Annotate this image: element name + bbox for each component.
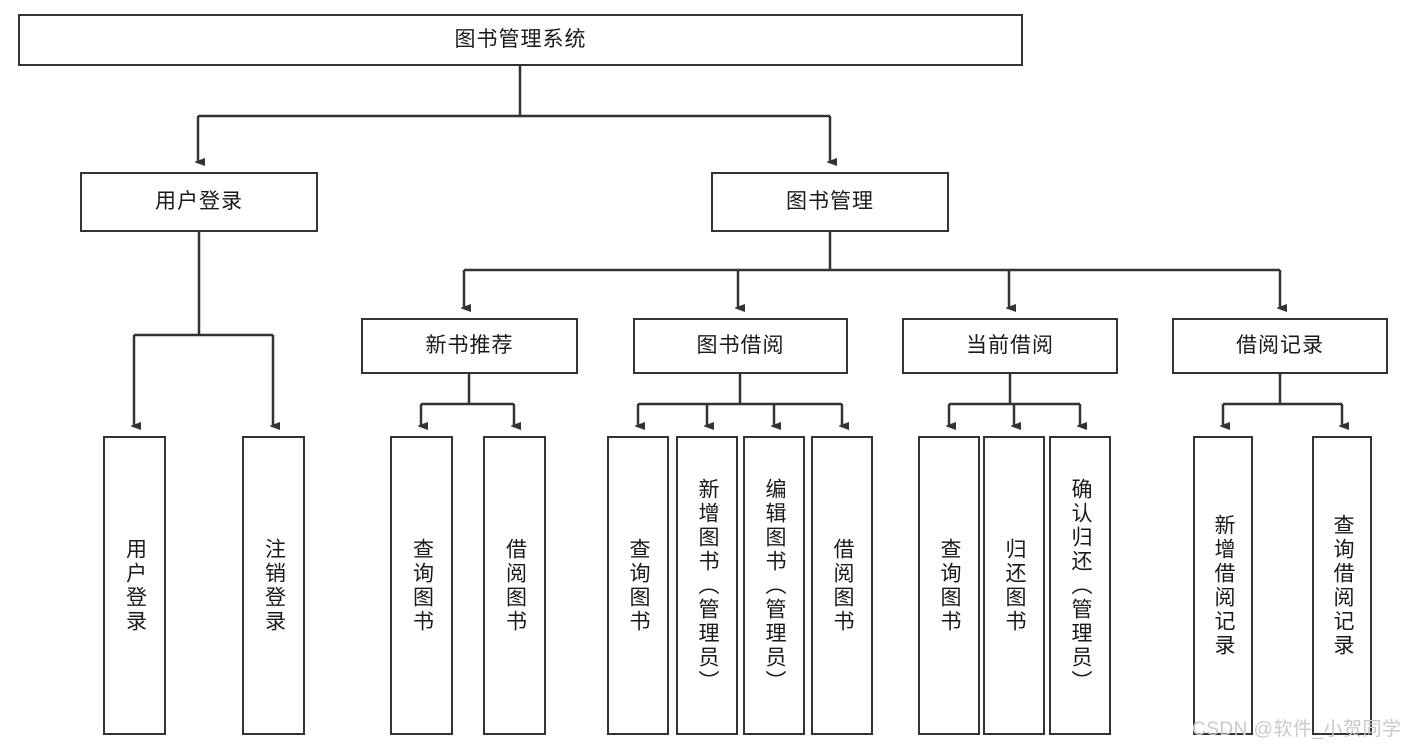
leaf-recommend-borrow-book[interactable]: 借阅图书 [483, 436, 546, 735]
node-label: 编辑图书（管理员） [763, 477, 787, 694]
leaf-current-confirm-return-admin[interactable]: 确认归还（管理员） [1049, 436, 1111, 735]
node-label: 查询图书 [938, 537, 962, 634]
node-label: 用户登录 [155, 190, 243, 214]
node-label: 图书管理系统 [454, 28, 587, 52]
node-current-borrow[interactable]: 当前借阅 [902, 318, 1118, 374]
node-book-management[interactable]: 图书管理 [711, 172, 949, 232]
node-label: 归还图书 [1003, 537, 1027, 634]
leaf-current-query-book[interactable]: 查询图书 [918, 436, 980, 735]
leaf-user-login-login[interactable]: 用户登录 [103, 436, 166, 735]
node-new-book-recommend[interactable]: 新书推荐 [361, 318, 578, 374]
node-label: 用户登录 [123, 537, 147, 634]
node-label: 查询借阅记录 [1331, 513, 1355, 658]
leaf-recommend-query-book[interactable]: 查询图书 [390, 436, 453, 735]
node-label: 确认归还（管理员） [1069, 477, 1093, 694]
leaf-record-query-borrow-record[interactable]: 查询借阅记录 [1312, 436, 1372, 735]
leaf-current-return-book[interactable]: 归还图书 [983, 436, 1045, 735]
node-label: 查询图书 [410, 537, 434, 634]
node-label: 当前借阅 [966, 334, 1054, 358]
watermark-text: CSDN @软件_小贺同学 [1192, 719, 1402, 740]
leaf-record-add-borrow-record[interactable]: 新增借阅记录 [1193, 436, 1253, 735]
leaf-borrow-add-book-admin[interactable]: 新增图书（管理员） [676, 436, 738, 735]
leaf-borrow-borrow-book[interactable]: 借阅图书 [811, 436, 873, 735]
node-book-borrow[interactable]: 图书借阅 [633, 318, 848, 374]
node-label: 图书借阅 [696, 334, 785, 358]
leaf-user-login-logout[interactable]: 注销登录 [242, 436, 305, 735]
node-label: 新增图书（管理员） [696, 477, 720, 694]
node-label: 借阅记录 [1236, 334, 1324, 358]
node-label: 注销登录 [262, 537, 286, 634]
leaf-borrow-query-book[interactable]: 查询图书 [607, 436, 669, 735]
leaf-borrow-edit-book-admin[interactable]: 编辑图书（管理员） [743, 436, 805, 735]
node-user-login[interactable]: 用户登录 [80, 172, 318, 232]
node-borrow-record[interactable]: 借阅记录 [1172, 318, 1388, 374]
node-label: 图书管理 [786, 190, 874, 214]
node-label: 借阅图书 [831, 537, 855, 634]
node-label: 新书推荐 [425, 334, 514, 358]
node-label: 借阅图书 [503, 537, 527, 634]
node-label: 新增借阅记录 [1212, 513, 1236, 658]
node-root-book-management-system[interactable]: 图书管理系统 [18, 14, 1023, 66]
node-label: 查询图书 [627, 537, 651, 634]
